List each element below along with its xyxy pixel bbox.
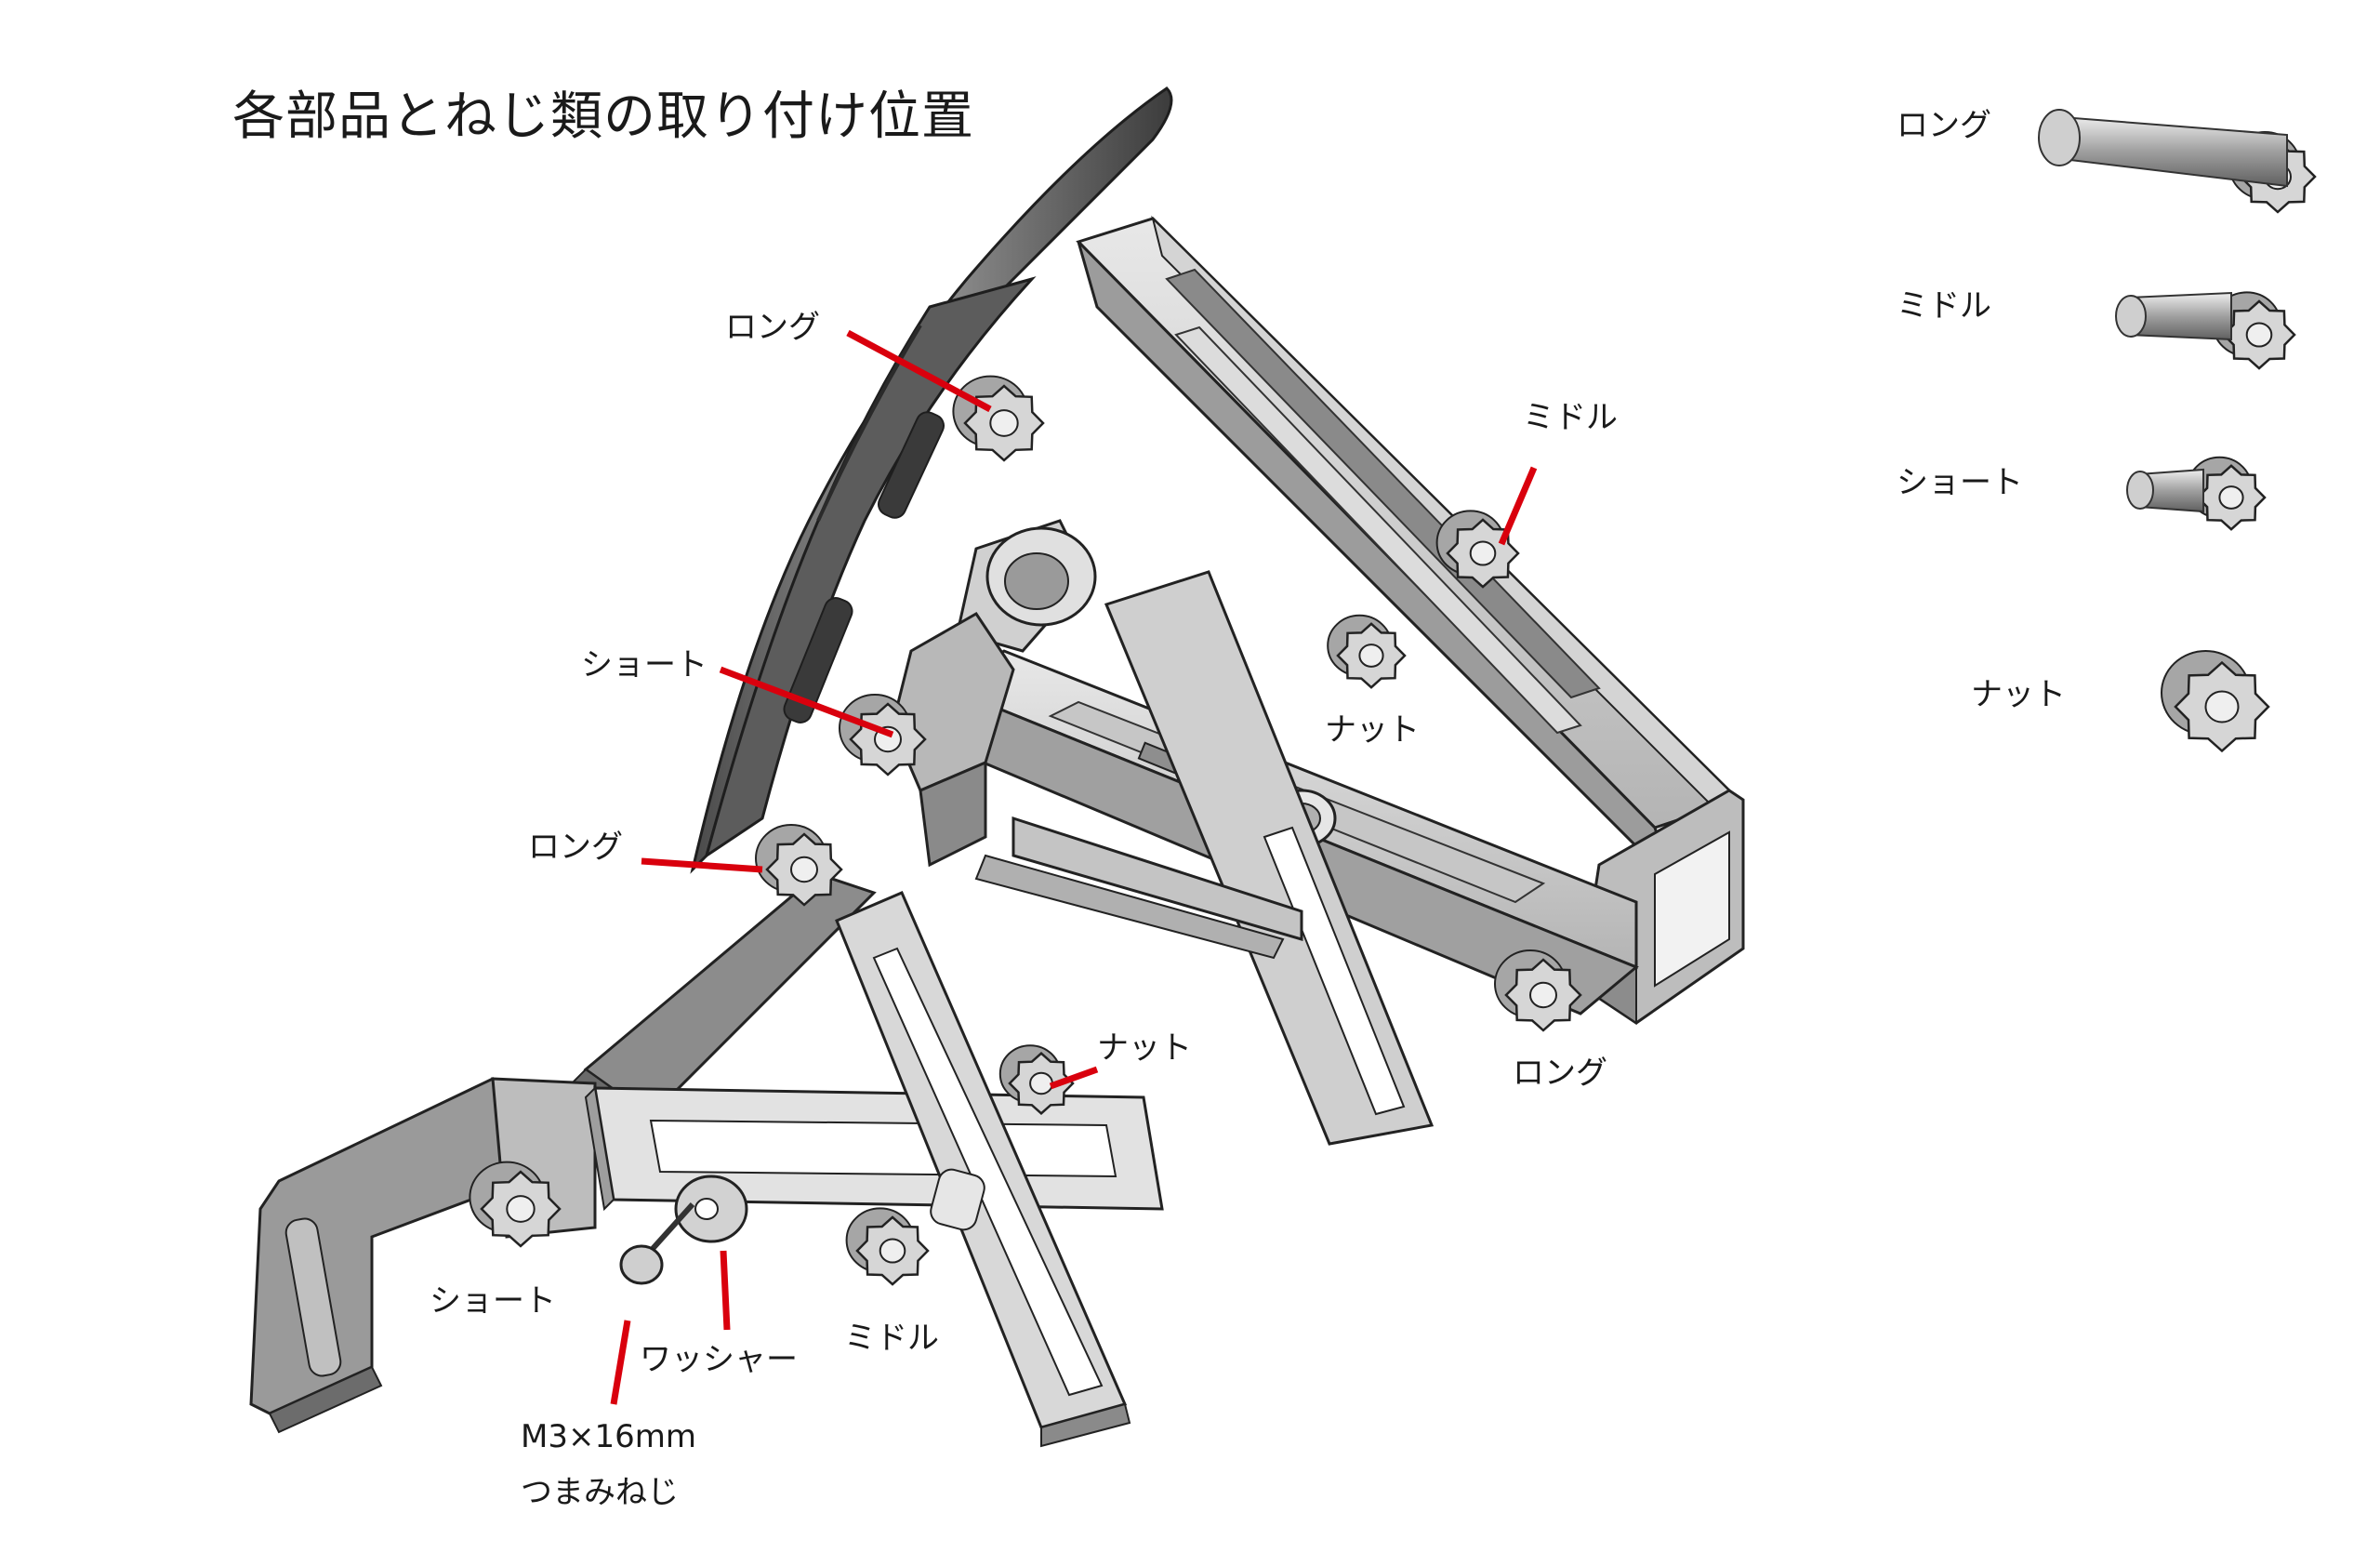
callout-screw-size: M3×16mm [521,1418,696,1455]
leader-middle-right [1498,466,1538,546]
page-title: 各部品とねじ類の取り付け位置 [232,86,974,147]
legend-label-short: ショート [1897,464,2023,501]
legend-label-long: ロング [1897,107,1991,144]
center-hinge-block [891,519,1097,868]
callout-long-top: ロング [725,309,820,346]
legend-short-screw [2126,468,2204,513]
callout-washer: ワッシャー [640,1341,798,1378]
leader-long-top [846,329,992,413]
callout-short-bottom: ショート [430,1282,556,1320]
callout-screw-name: つまみねじ [521,1474,679,1511]
knob-middle-right [1435,510,1520,589]
callout-short-center: ショート [581,646,707,684]
callout-nut-lower: ナット [1097,1029,1192,1067]
foot-bracket [249,1077,597,1434]
leader-washer [720,1250,731,1331]
callout-long-right: ロング [1513,1055,1607,1092]
leader-short-center [719,666,894,738]
legend-nut-knob [2161,650,2270,753]
knob-nut-center [1327,614,1407,689]
knob-long-right [1494,949,1582,1032]
legend-label-middle: ミドル [1897,287,1991,325]
lower-cross-frame [584,1085,1164,1212]
callout-middle-right: ミドル [1523,399,1618,436]
legend-long-screw [2038,109,2288,188]
leader-long-left [641,857,763,873]
legend-label-nut: ナット [1971,676,2066,713]
back-support-frame [974,570,1435,1146]
leader-screw [610,1320,631,1405]
knob-short-bottom [469,1161,562,1248]
callout-long-left: ロング [528,829,623,866]
knob-long-left [755,824,843,907]
washer-part [674,1175,748,1243]
middle-screw-thread [930,1168,985,1231]
leader-nut-lower [1049,1066,1099,1090]
display-plate [690,86,1173,874]
knob-group [469,131,2317,1286]
callout-nut-center: ナット [1325,711,1420,749]
legend-middle-screw [2115,291,2232,341]
m3-thumb-screw-part [619,1201,695,1285]
slotted-vertical-bar [835,891,1131,1448]
knob-long-top [952,375,1045,462]
knob-middle-bottom [845,1207,930,1286]
knob-nut-lower [998,1044,1075,1115]
callout-middle-bottom: ミドル [844,1320,939,1357]
leader-lines [610,329,1538,1405]
